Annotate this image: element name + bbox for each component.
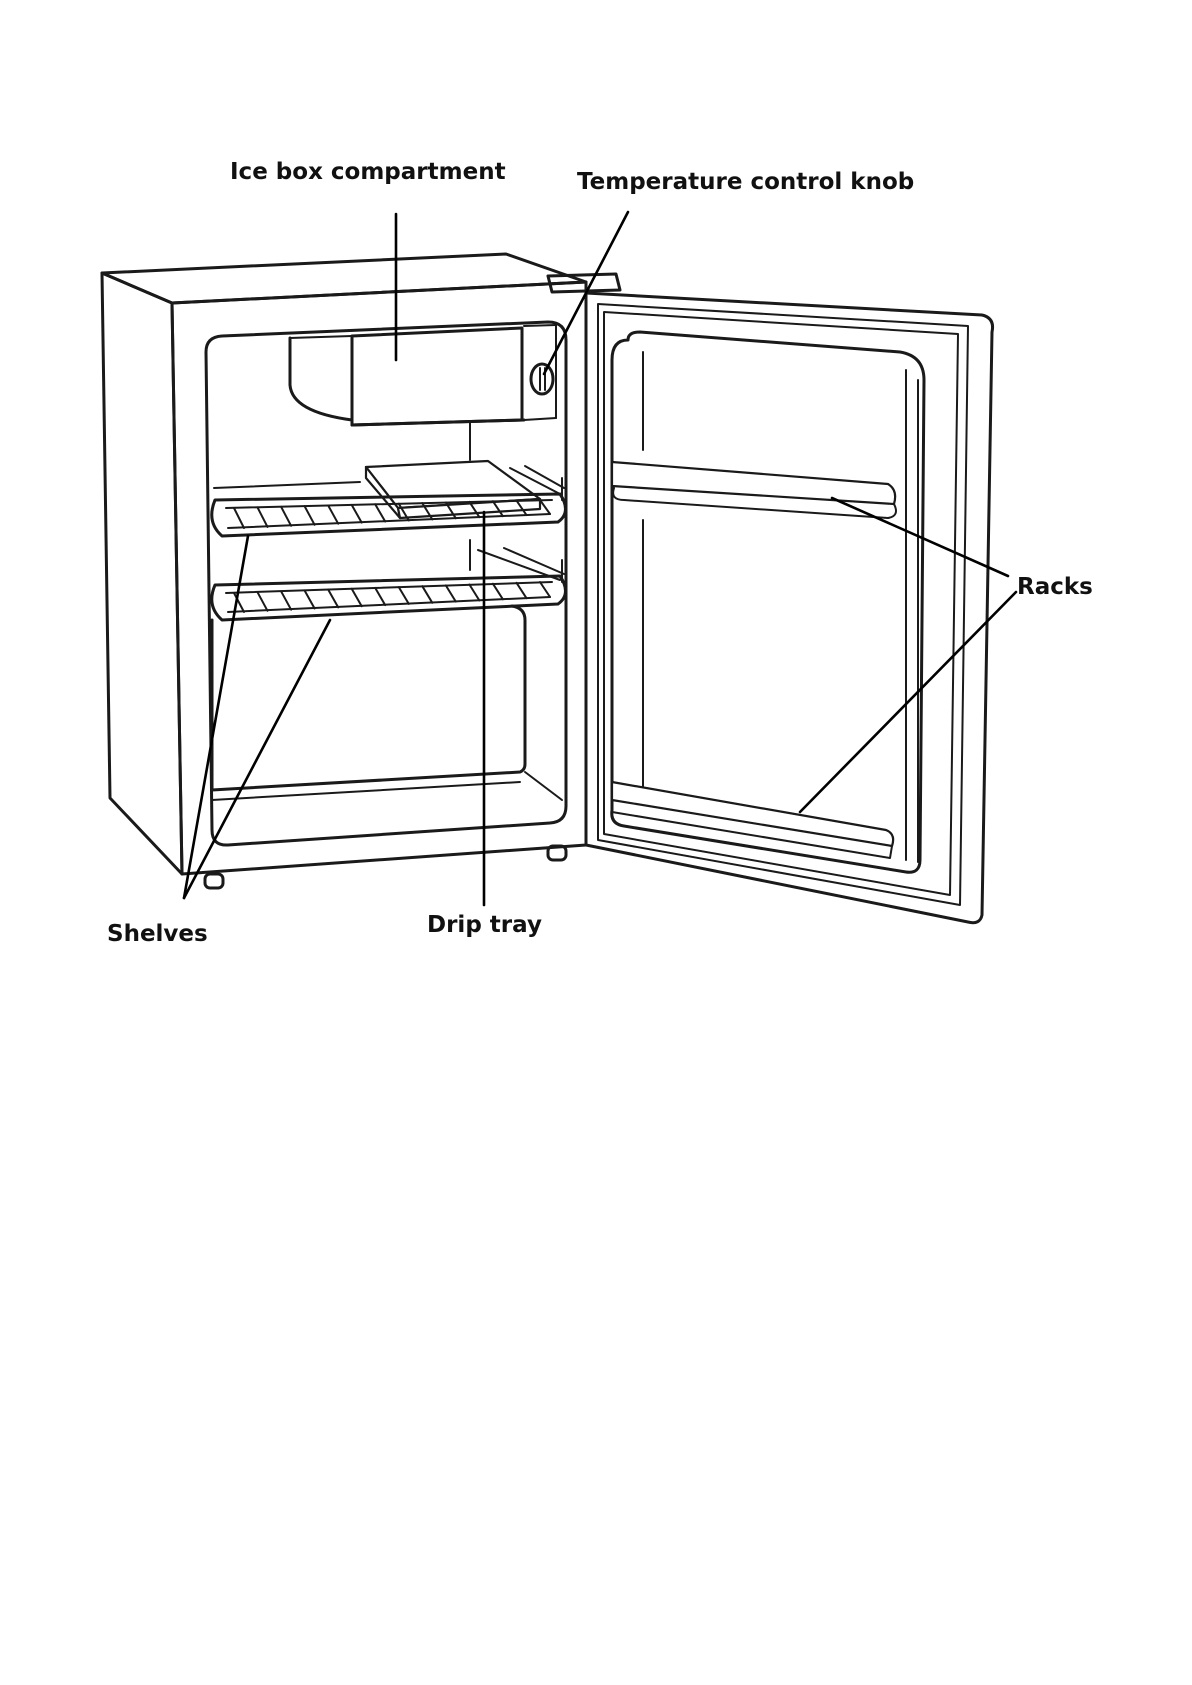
shelf-rung	[517, 583, 527, 598]
crisper	[212, 606, 562, 800]
ice-box-body	[290, 338, 524, 425]
label-drip-tray: Drip tray	[427, 914, 542, 937]
temperature-knob	[531, 364, 553, 394]
shelf-lower	[212, 540, 566, 620]
label-shelves: Shelves	[107, 923, 208, 946]
shelf-rung	[281, 507, 291, 526]
cabinet-side	[102, 273, 182, 874]
shelf-rung	[234, 508, 244, 528]
leader-shelves-lower	[184, 620, 330, 898]
shelf-rung	[422, 586, 432, 603]
cabinet	[102, 254, 620, 888]
shelf-rung	[375, 588, 385, 605]
shelf-rung	[281, 591, 291, 609]
shelf-rung	[399, 587, 409, 604]
door	[586, 293, 993, 923]
shelf-rung	[446, 585, 456, 601]
shelf-rung	[258, 592, 268, 611]
leader-racks-upper	[832, 498, 1008, 576]
shelf-rung	[540, 582, 550, 597]
ice-box	[290, 325, 556, 460]
shelf-rung	[328, 590, 338, 608]
shelf-rung	[258, 507, 268, 527]
shelf-rung	[540, 500, 550, 514]
cabinet-foot	[205, 874, 223, 888]
rack-upper	[612, 462, 895, 504]
refrigerator-diagram	[0, 0, 1192, 1000]
shelf-rung	[352, 589, 362, 606]
label-temperature-knob: Temperature control knob	[577, 171, 914, 194]
shelf-rung	[375, 504, 385, 521]
label-ice-box: Ice box compartment	[230, 161, 506, 184]
label-racks: Racks	[1017, 576, 1093, 599]
leader-lines	[184, 212, 1016, 905]
shelf-rung	[305, 506, 315, 525]
shelf-rung	[469, 585, 479, 601]
shelf-rung	[352, 505, 362, 523]
rack-lower	[612, 782, 893, 846]
shelf-rung	[493, 584, 503, 600]
shelf-rung	[305, 591, 315, 609]
shelf-rung	[328, 506, 338, 524]
ice-box-door	[352, 328, 522, 425]
